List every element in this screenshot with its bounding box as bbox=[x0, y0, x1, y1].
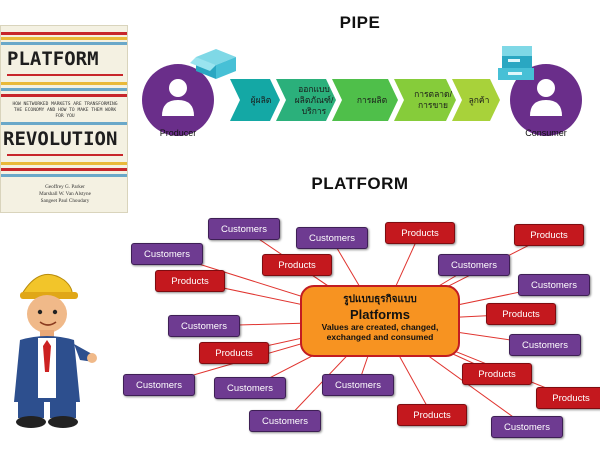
producer-label: Producer bbox=[159, 128, 197, 138]
customers-node: Customers bbox=[168, 315, 240, 337]
pipe-step: การผลิต bbox=[356, 94, 388, 105]
customers-node: Customers bbox=[296, 227, 368, 249]
customers-node: Customers bbox=[249, 410, 321, 432]
book-authors: Geoffrey G. Parker Marshall W. Van Alsty… bbox=[9, 184, 121, 205]
platform-hub: รูปแบบธุรกิจแบบ Platforms Values are cre… bbox=[300, 285, 460, 357]
book-author: Geoffrey G. Parker bbox=[45, 184, 85, 190]
book-author: Sangeet Paul Choudary bbox=[40, 198, 90, 204]
worker-icon bbox=[14, 273, 97, 428]
book-subtitle: HOW NETWORKED MARKETS ARE TRANSFORMING T… bbox=[12, 102, 118, 119]
book-title-line1: PLATFORM bbox=[7, 48, 99, 70]
hub-title: Platforms bbox=[350, 307, 410, 322]
person-icon bbox=[162, 79, 194, 116]
products-node: Products bbox=[155, 270, 225, 292]
products-node: Products bbox=[397, 404, 467, 426]
pipe-step: ลูกค้า bbox=[468, 94, 490, 105]
customers-node: Customers bbox=[438, 254, 510, 276]
products-node: Products bbox=[385, 222, 455, 244]
customers-node: Customers bbox=[518, 274, 590, 296]
customers-node: Customers bbox=[214, 377, 286, 399]
pipe-step: ออกแบบ ผลิตภัณฑ์/ บริการ bbox=[294, 83, 334, 116]
customers-node: Customers bbox=[208, 218, 280, 240]
hub-description: Values are created, changed, exchanged a… bbox=[321, 322, 439, 342]
customers-node: Customers bbox=[131, 243, 203, 265]
products-node: Products bbox=[486, 303, 556, 325]
book-cover: PLATFORM HOW NETWORKED MARKETS ARE TRANS… bbox=[0, 25, 128, 213]
customers-node: Customers bbox=[509, 334, 581, 356]
customers-node: Customers bbox=[123, 374, 195, 396]
book-title-line2: REVOLUTION bbox=[3, 128, 118, 150]
products-node: Products bbox=[462, 363, 532, 385]
box-icon bbox=[190, 45, 240, 86]
pipe-steps-arrow bbox=[230, 79, 500, 121]
book-author: Marshall W. Van Alstyne bbox=[39, 191, 91, 197]
customers-node: Customers bbox=[322, 374, 394, 396]
platform-title: PLATFORM bbox=[311, 174, 409, 193]
hub-thai-heading: รูปแบบธุรกิจแบบ bbox=[343, 294, 417, 305]
products-node: Products bbox=[199, 342, 269, 364]
box-icon bbox=[494, 44, 540, 89]
customers-node: Customers bbox=[491, 416, 563, 438]
consumer-label: Consumer bbox=[525, 128, 567, 138]
pipe-step: ผู้ผลิต bbox=[250, 94, 272, 105]
pipe-step: การตลาด/ การขาย bbox=[414, 89, 452, 110]
products-node: Products bbox=[536, 387, 600, 409]
person-icon bbox=[530, 79, 562, 116]
products-node: Products bbox=[262, 254, 332, 276]
pipe-title: PIPE bbox=[339, 13, 381, 32]
products-node: Products bbox=[514, 224, 584, 246]
producer-circle bbox=[142, 64, 214, 136]
